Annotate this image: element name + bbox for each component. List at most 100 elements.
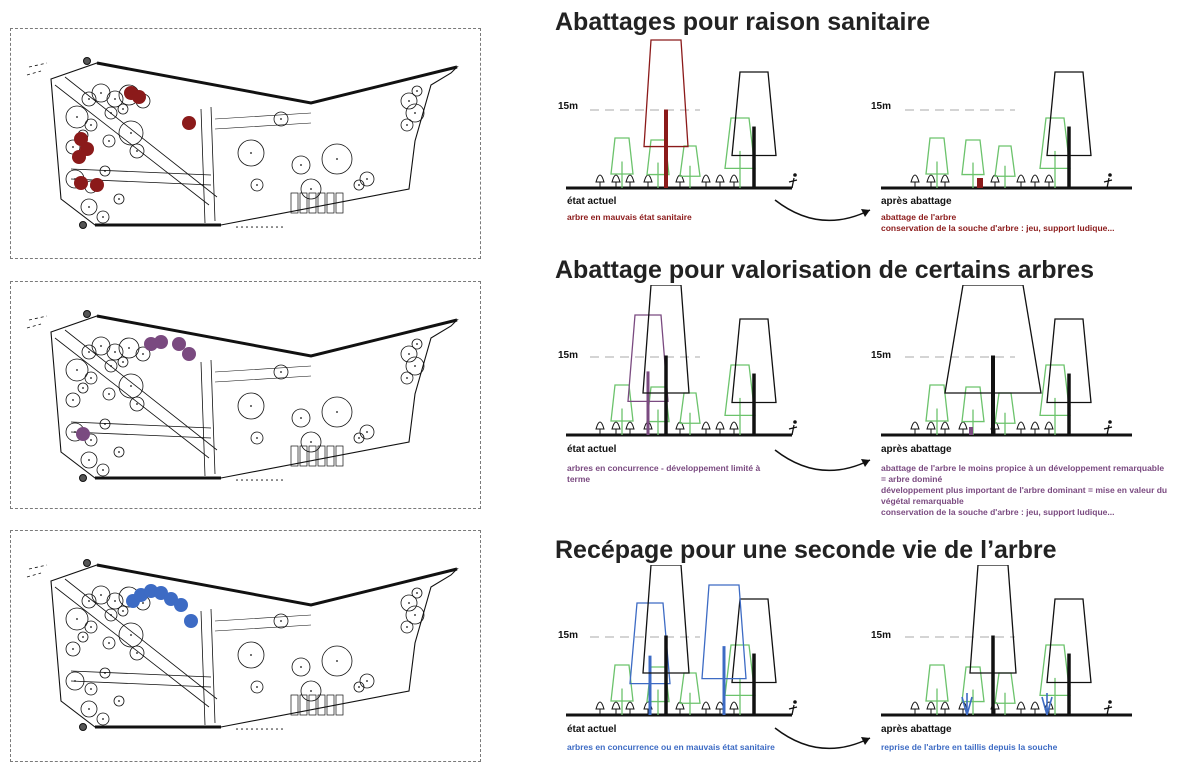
note-before-recepage: arbres en concurrence ou en mauvais état… xyxy=(567,742,775,753)
plan-marker xyxy=(79,723,87,731)
person-head xyxy=(793,173,797,177)
plan-bollard xyxy=(251,728,253,730)
plan-tree-trunk xyxy=(414,365,416,367)
shrub-icon xyxy=(1030,701,1040,710)
plan-tree-trunk xyxy=(408,602,410,604)
tree-green xyxy=(925,384,949,422)
note-line: arbres en concurrence ou en mauvais état… xyxy=(567,742,775,752)
shrub-icon xyxy=(625,701,635,710)
plan-tree xyxy=(117,356,129,368)
shrub-icon xyxy=(701,701,711,710)
person-head xyxy=(1108,700,1112,704)
plan-tree-trunk xyxy=(300,164,302,166)
plan-north-wall xyxy=(96,314,458,358)
elevation-before-valorisation xyxy=(566,285,798,437)
state-label-before: état actuel xyxy=(567,444,617,455)
plan-tree xyxy=(113,193,125,205)
plan-tree-trunk xyxy=(72,146,74,148)
tree-green xyxy=(925,664,949,702)
plan-tree-trunk xyxy=(336,660,338,662)
plan-tree xyxy=(65,607,89,631)
shrub-icon xyxy=(611,701,621,710)
tree-green xyxy=(679,145,701,177)
tree-dominant xyxy=(1046,318,1092,404)
plan-tree-trunk xyxy=(358,686,360,688)
tree-marked xyxy=(629,602,671,685)
plan-tree xyxy=(353,681,365,693)
height-label: 15m xyxy=(871,630,892,641)
note-line: abattage de l'arbre xyxy=(881,212,957,222)
plan-bollard xyxy=(251,226,253,228)
elevation-before-sanitary xyxy=(566,39,798,190)
note-line: conservation de la souche d'arbre : jeu,… xyxy=(881,507,1115,517)
shrub-icon xyxy=(625,421,635,430)
plan-marked-tree xyxy=(72,150,86,164)
plan-tree xyxy=(117,605,129,617)
plan-bollard xyxy=(281,728,283,730)
plan-tree-trunk xyxy=(136,652,138,654)
plan-tree-trunk xyxy=(366,178,368,180)
plan-terrace-block xyxy=(290,445,299,467)
plan-tree-trunk xyxy=(416,90,418,92)
plan-tree-trunk xyxy=(110,614,112,616)
site-plan-recepage xyxy=(10,530,481,762)
state-label-after: après abattage xyxy=(881,196,952,207)
note-before-sanitary: arbre en mauvais état sanitaire xyxy=(567,212,692,223)
plan-tree xyxy=(359,673,375,689)
plan-path xyxy=(200,359,216,477)
person-icon xyxy=(1103,704,1113,716)
shrub-icon xyxy=(1030,174,1040,183)
elevation-after-sanitary xyxy=(881,71,1132,190)
person-head xyxy=(1108,173,1112,177)
shrub-icon xyxy=(625,174,635,183)
plan-tree xyxy=(113,695,125,707)
plan-tree xyxy=(65,641,81,657)
plan-tree xyxy=(129,645,145,661)
plan-terrace-block xyxy=(299,445,308,467)
plan-tree xyxy=(80,451,98,469)
plan-marked-tree xyxy=(132,90,146,104)
plan-bollard xyxy=(271,479,273,481)
plan-tree xyxy=(129,143,145,159)
shrub-icon xyxy=(715,174,725,183)
plan-tree xyxy=(405,103,425,123)
plan-tree-trunk xyxy=(280,118,282,120)
plan-path xyxy=(70,670,212,688)
plan-tree xyxy=(237,392,265,420)
tree-marked xyxy=(643,39,689,148)
plan-tree xyxy=(84,371,98,385)
plan-boundary xyxy=(50,564,459,728)
shrub-icon xyxy=(1016,174,1026,183)
shrub-icon xyxy=(1016,421,1026,430)
plan-tree-trunk xyxy=(122,610,124,612)
plan-bollard xyxy=(236,226,238,228)
plan-terrace-block xyxy=(299,192,308,214)
note-line: végétal remarquable xyxy=(881,496,964,506)
note-line: arbres en concurrence - développement li… xyxy=(567,463,761,473)
plan-tree xyxy=(118,120,144,146)
plan-tree-trunk xyxy=(406,626,408,628)
height-label: 15m xyxy=(558,101,579,112)
plan-path xyxy=(200,106,216,224)
plan-north-wall xyxy=(96,61,458,105)
plan-tree-trunk xyxy=(408,100,410,102)
plan-tree xyxy=(291,657,311,677)
plan-tree-trunk xyxy=(280,371,282,373)
plan-tree xyxy=(400,620,414,634)
elevation-before-recepage xyxy=(566,565,798,717)
plan-tree-trunk xyxy=(108,642,110,644)
plan-bollard xyxy=(256,479,258,481)
tree-green xyxy=(961,386,985,423)
plan-terrace-block xyxy=(308,192,317,214)
plan-tree-trunk xyxy=(90,439,92,441)
plan-tree xyxy=(84,118,98,132)
plan-boundary xyxy=(50,62,459,226)
plan-terrace-block xyxy=(290,694,299,716)
plan-bollard xyxy=(256,728,258,730)
plan-bollard xyxy=(261,728,263,730)
plan-tree xyxy=(291,155,311,175)
plan-tree-trunk xyxy=(416,343,418,345)
plan-path xyxy=(214,614,312,632)
plan-tree-trunk xyxy=(100,594,102,596)
plan-tree-trunk xyxy=(90,626,92,628)
